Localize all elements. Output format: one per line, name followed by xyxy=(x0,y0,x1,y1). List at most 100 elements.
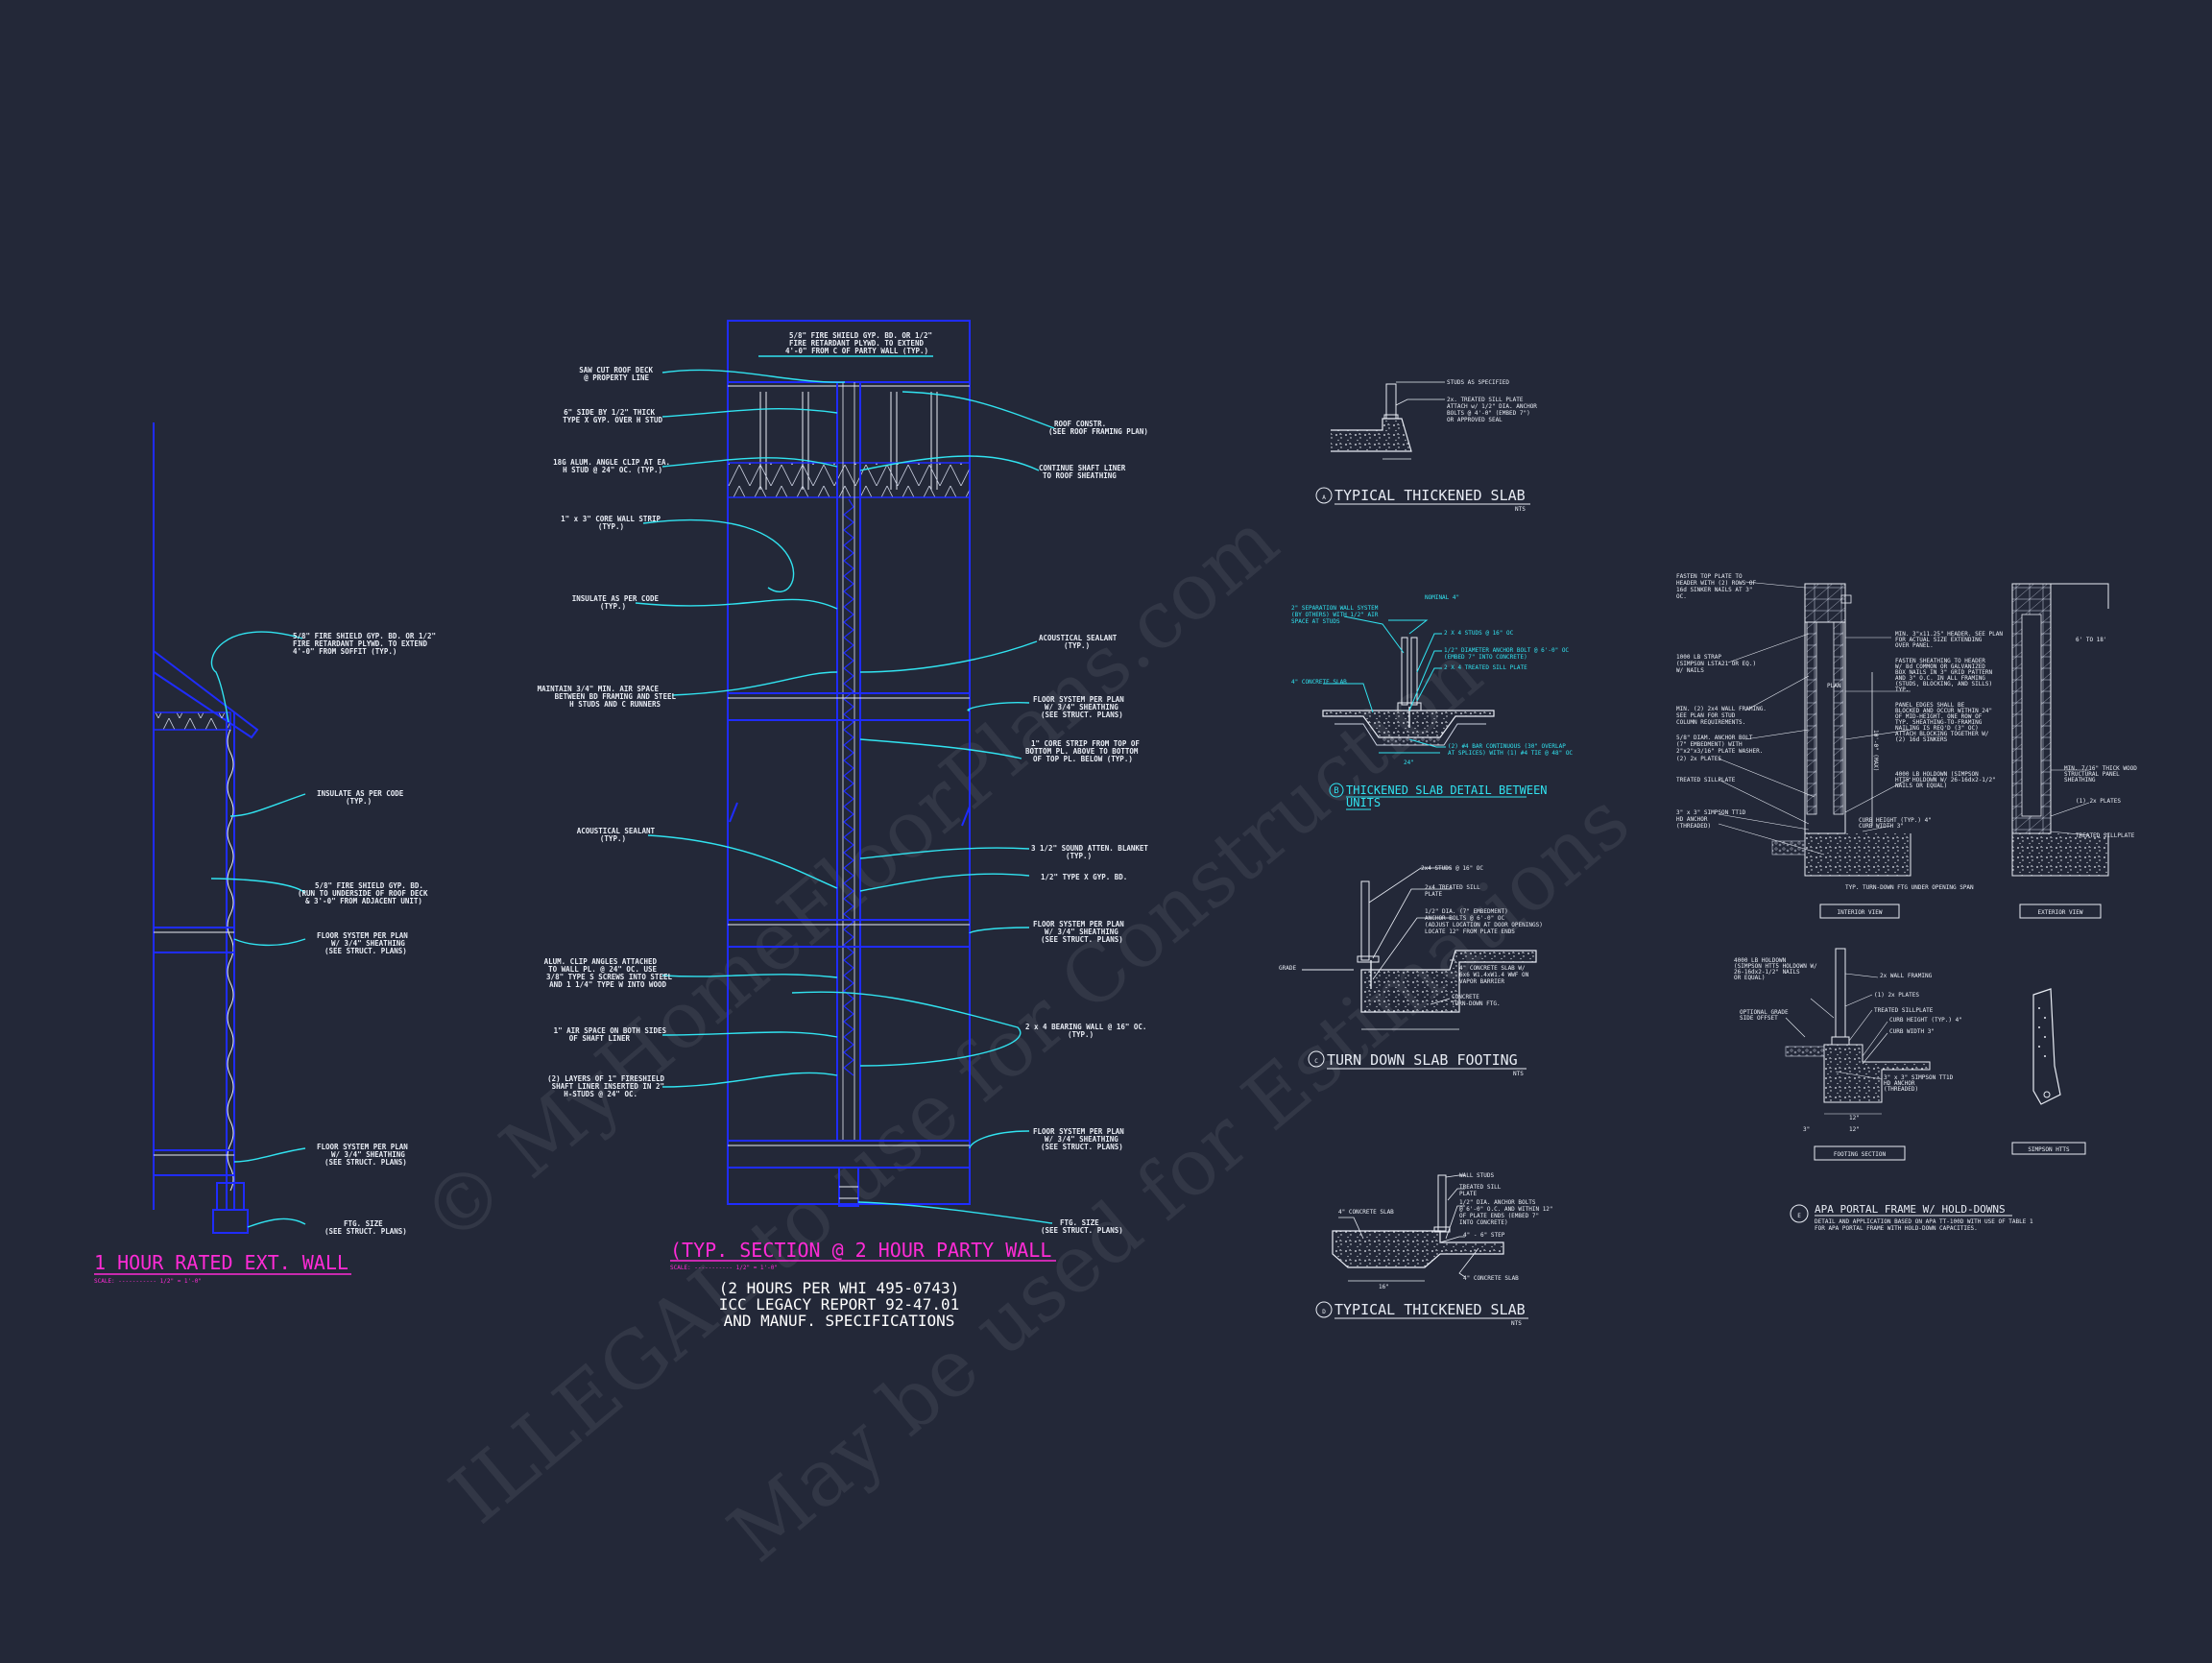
detail-d-marker-icon xyxy=(1315,1301,1333,1318)
detail-e-footing-dim: 3" xyxy=(1803,1126,1810,1133)
ext-note: FLOOR SYSTEM PER PLAN xyxy=(317,1143,408,1151)
detail-e-title: APA PORTAL FRAME W/ HOLD-DOWNS xyxy=(1815,1203,2006,1216)
party-right-note: 1/2" TYPE X GYP. BD. xyxy=(1041,873,1127,881)
detail-e-mid-note: NAILS OR EQUAL) xyxy=(1895,783,1947,789)
party-right-note: OF TOP PL. BELOW (TYP.) xyxy=(1033,755,1133,763)
detail-b-note-right: 2 X 4 STUDS @ 16" OC xyxy=(1444,630,1514,637)
detail-e-footing-dim: 12" xyxy=(1849,1126,1860,1133)
detail-c-title: TURN DOWN SLAB FOOTING xyxy=(1327,1051,1518,1069)
party-wall-section: 5/8" FIRE SHIELD GYP. BD. OR 1/2" FIRE R… xyxy=(538,320,1148,1330)
detail-b: 2" SEPARATION WALL SYSTEM (BY OTHERS) WI… xyxy=(1291,594,1573,810)
detail-e-exterior-label: EXTERIOR VIEW xyxy=(2038,909,2083,916)
detail-e-left-note: FASTEN TOP PLATE TO xyxy=(1676,573,1743,580)
detail-c-note: PLATE xyxy=(1425,891,1442,898)
detail-b-note-left: 2" SEPARATION WALL SYSTEM xyxy=(1291,605,1379,612)
party-right-note: (SEE STRUCT. PLANS) xyxy=(1041,1226,1123,1235)
detail-d-note: TREATED SILL xyxy=(1459,1184,1502,1191)
detail-d-note: OF PLATE ENDS (EMBED 7" xyxy=(1459,1213,1539,1219)
party-right-note: (SEE STRUCT. PLANS) xyxy=(1041,1143,1123,1151)
detail-b-note-right: (2) #4 BAR CONTINUOUS (30" OVERLAP xyxy=(1448,743,1566,750)
detail-e-left-note: W/ NAILS xyxy=(1676,667,1704,674)
detail-e-footing-left: 4000 LB HOLDOWN xyxy=(1734,957,1787,964)
party-left-note: ALUM. CLIP ANGLES ATTACHED xyxy=(544,957,658,966)
party-right-note: (TYP.) xyxy=(1064,641,1090,650)
detail-c-note: LOCATE 12" FROM PLATE ENDS xyxy=(1425,928,1515,935)
detail-d-note: 1/2" DIA. ANCHOR BOLTS xyxy=(1459,1199,1536,1206)
detail-a-note: STUDS AS SPECIFIED xyxy=(1447,379,1509,386)
detail-e-footing-right: (THREADED) xyxy=(1884,1086,1918,1093)
detail-e-mid-note: MIN. 3"x11.25" HEADER. SEE PLAN xyxy=(1895,631,2003,638)
detail-e-mid-note: CURB WIDTH 3" xyxy=(1859,823,1904,830)
detail-e-mid-note: NAILING IS REQ'D (3" OC) xyxy=(1895,725,1979,732)
detail-e-right-note: STRUCTURAL PANEL xyxy=(2064,771,2120,778)
party-left-note: H-STUDS @ 24" OC. xyxy=(564,1090,637,1098)
detail-e-right-note: MIN. 7/16" THICK WOOD xyxy=(2064,765,2137,772)
detail-a: STUDS AS SPECIFIED 2x. TREATED SILL PLAT… xyxy=(1315,379,1537,513)
detail-e-right-note: TREATED SILLPLATE xyxy=(2076,832,2135,839)
simpson-hold-down-icon xyxy=(2032,988,2061,1105)
detail-e-subtitle-2: FOR APA PORTAL FRAME WITH HOLD-DOWN CAPA… xyxy=(1815,1225,1978,1232)
detail-e-footing-right: (1) 2x PLATES xyxy=(1874,992,1919,999)
detail-e-ftg-note: TYP. TURN-DOWN FTG UNDER OPENING SPAN xyxy=(1845,884,1974,891)
ext-note: FLOOR SYSTEM PER PLAN xyxy=(317,931,408,940)
detail-c-note: 2x4 TREATED SILL xyxy=(1425,884,1480,891)
ext-note: (SEE STRUCT. PLANS) xyxy=(325,947,407,955)
party-left-note: 18G ALUM. ANGLE CLIP AT EA. xyxy=(553,458,670,467)
detail-d-note: 4" CONCRETE SLAB xyxy=(1463,1275,1519,1282)
detail-a-note: ATTACH w/ 1/2" DIA. ANCHOR xyxy=(1447,403,1537,410)
ext-wall-section: 5/8" FIRE SHIELD GYP. BD. OR 1/2" FIRE R… xyxy=(94,422,436,1285)
party-left-note: 6" SIDE BY 1/2" THICK xyxy=(564,408,655,417)
party-wall-scale: SCALE: ----------- 1/2" = 1'-0" xyxy=(670,1265,778,1271)
detail-e-left-note: 2"x2"x3/16" PLATE WASHER. xyxy=(1676,748,1763,755)
detail-e-mid-note: BLOCKED AND OCCUR WITHIN 24" xyxy=(1895,708,1992,714)
party-right-note: 2 x 4 BEARING WALL @ 16" OC. xyxy=(1025,1023,1146,1031)
detail-e-mid-note: (STUDS, BLOCKING, AND SILLS) xyxy=(1895,681,1992,687)
party-right-note: (SEE ROOF FRAMING PLAN) xyxy=(1048,427,1148,436)
detail-b-title-1: THICKENED SLAB DETAIL BETWEEN xyxy=(1346,783,1548,797)
detail-e-footing-label: FOOTING SECTION xyxy=(1834,1151,1887,1158)
detail-e-mid-note: OF MID-HEIGHT. ONE ROW OF xyxy=(1895,713,1983,720)
detail-c-note: 6x6 W1.4xW1.4 WWF ON xyxy=(1459,972,1529,978)
detail-c-note: CONCRETE xyxy=(1452,994,1479,1000)
detail-e-left-note: (7" EMBEDMENT) WITH xyxy=(1676,741,1743,748)
party-right-note: W/ 3/4" SHEATHING xyxy=(1045,1135,1118,1144)
detail-e-right-note: 6' TO 18' xyxy=(2076,637,2107,643)
party-top-note: 4'-0" FROM C OF PARTY WALL (TYP.) xyxy=(785,347,928,355)
detail-e-footing-right: CURB HEIGHT (TYP.) 4" xyxy=(1889,1017,1962,1024)
party-left-note: BETWEEN BD FRAMING AND STEEL xyxy=(555,692,677,701)
detail-c-note: (ADJUST LOCATION AT DOOR OPENINGS) xyxy=(1425,922,1543,928)
detail-e-simpson-label: SIMPSON HTTS xyxy=(2028,1146,2070,1153)
party-left-note: (TYP.) xyxy=(598,522,624,531)
detail-b-note-right: (EMBED 7" INTO CONCRETE) xyxy=(1444,654,1527,661)
detail-c-note: 2x4 STUDS @ 16" OC xyxy=(1421,865,1483,872)
detail-a-marker-icon xyxy=(1315,487,1333,504)
detail-e-left-note: HEADER WITH (2) ROWS OF xyxy=(1676,580,1756,587)
detail-e-footing-left: OPTIONAL GRADE xyxy=(1740,1009,1789,1016)
detail-e-letter: E xyxy=(1797,1213,1801,1219)
ext-note: (SEE STRUCT. PLANS) xyxy=(325,1227,407,1236)
party-right-note: CONTINUE SHAFT LINER xyxy=(1039,464,1126,472)
detail-a-note: 2x. TREATED SILL PLATE xyxy=(1447,397,1524,403)
party-right-note: FTG. SIZE xyxy=(1060,1218,1099,1227)
detail-e-mid-note: TYP. SHEATHING-TO-FRAMING xyxy=(1895,719,1983,726)
detail-e-mid-note: BOX NAILS IN 3" GRID PATTERN xyxy=(1895,669,1993,676)
party-subtitle-2: ICC LEGACY REPORT 92-47.01 xyxy=(719,1295,959,1314)
detail-e-right-note: (1) 2x PLATES xyxy=(2076,798,2121,805)
party-left-note: MAINTAIN 3/4" MIN. AIR SPACE xyxy=(538,685,660,693)
party-left-note: @ PROPERTY LINE xyxy=(584,374,649,382)
detail-b-note-right: 2 X 4 TREATED SILL PLATE xyxy=(1444,664,1527,671)
detail-c-note: VAPOR BARRIER xyxy=(1459,978,1504,985)
detail-e-left-note: COLUMN REQUIREMENTS. xyxy=(1676,719,1745,726)
detail-e-mid-note: 4000 LB HOLDOWN (SIMPSON xyxy=(1895,771,1979,778)
detail-b-title-2: UNITS xyxy=(1346,796,1381,809)
detail-e-left-note: MIN. (2) 2x4 WALL FRAMING. xyxy=(1676,706,1767,712)
party-subtitle-3: AND MANUF. SPECIFICATIONS xyxy=(724,1312,955,1330)
detail-c-nts: NTS xyxy=(1513,1071,1524,1077)
detail-d-letter: D xyxy=(1322,1309,1326,1315)
detail-d: WALL STUDS TREATED SILL PLATE 1/2" DIA. … xyxy=(1315,1172,1553,1327)
detail-e-left-note: TREATED SILLPLATE xyxy=(1676,777,1736,783)
ext-note: INSULATE AS PER CODE xyxy=(317,789,404,798)
detail-b-letter: B xyxy=(1334,786,1338,796)
detail-d-note: 4" - 6" STEP xyxy=(1463,1232,1505,1239)
